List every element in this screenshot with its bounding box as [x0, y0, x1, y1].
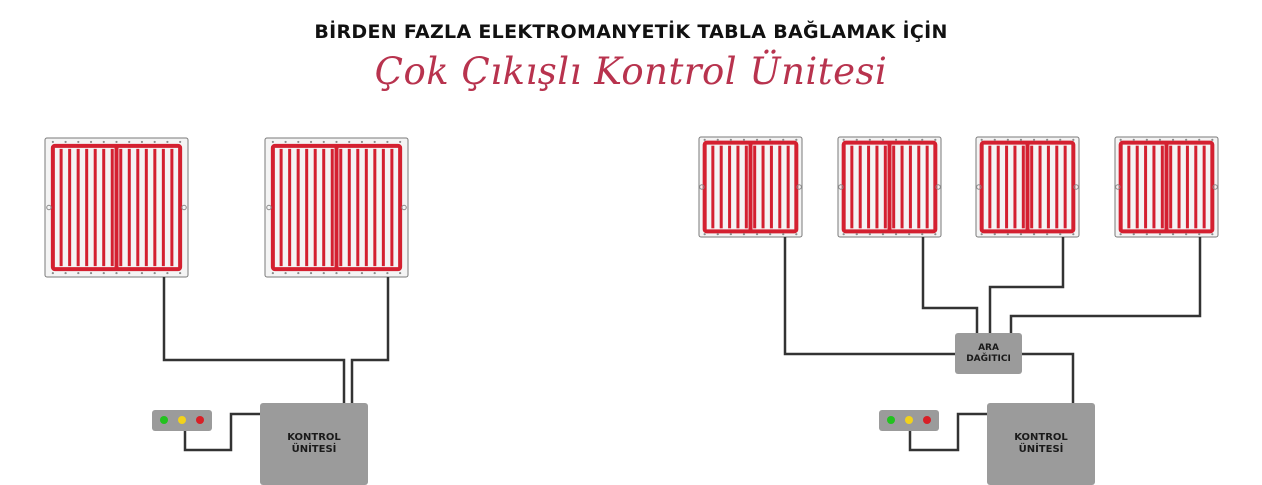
magnetic-chuck-right-2	[837, 136, 942, 238]
control-unit-right: KONTROL ÜNİTESİ	[987, 403, 1095, 485]
cable-right-indicator	[908, 412, 987, 452]
magnetic-chuck-right-3	[975, 136, 1080, 238]
intermediate-distributor: ARA DAĞITICI	[955, 333, 1022, 374]
indicator-panel-left	[152, 410, 212, 431]
cable-left-indicator	[183, 412, 260, 452]
cable-right-chuck-1	[783, 237, 956, 356]
red-led-icon	[923, 416, 931, 424]
page-subtitle: Çok Çıkışlı Kontrol Ünitesi	[374, 50, 888, 93]
control-unit-label-1: KONTROL	[1014, 432, 1068, 443]
cable-left-chuck-1	[162, 277, 346, 403]
magnetic-chuck-left-2	[264, 137, 409, 278]
control-unit-label-1: KONTROL	[287, 432, 341, 443]
magnetic-chuck-right-1	[698, 136, 803, 238]
page-title: BİRDEN FAZLA ELEKTROMANYETİK TABLA BAĞLA…	[314, 21, 948, 43]
yellow-led-icon	[178, 416, 186, 424]
magnetic-chuck-left-1	[44, 137, 189, 278]
green-led-icon	[887, 416, 895, 424]
cable-right-chuck-3	[988, 237, 1065, 333]
yellow-led-icon	[905, 416, 913, 424]
magnetic-chuck-right-4	[1114, 136, 1219, 238]
green-led-icon	[160, 416, 168, 424]
indicator-panel-right	[879, 410, 939, 431]
distributor-label-2: DAĞITICI	[966, 353, 1011, 364]
distributor-label-1: ARA	[978, 342, 999, 353]
cable-left-chuck-2	[350, 277, 390, 403]
control-unit-left: KONTROL ÜNİTESİ	[260, 403, 368, 485]
cable-distributor-control	[1021, 352, 1075, 403]
red-led-icon	[196, 416, 204, 424]
control-unit-label-2: ÜNİTESİ	[1018, 444, 1064, 455]
cable-right-chuck-4	[1009, 237, 1202, 333]
cable-right-chuck-2	[921, 237, 979, 333]
control-unit-label-2: ÜNİTESİ	[291, 444, 337, 455]
